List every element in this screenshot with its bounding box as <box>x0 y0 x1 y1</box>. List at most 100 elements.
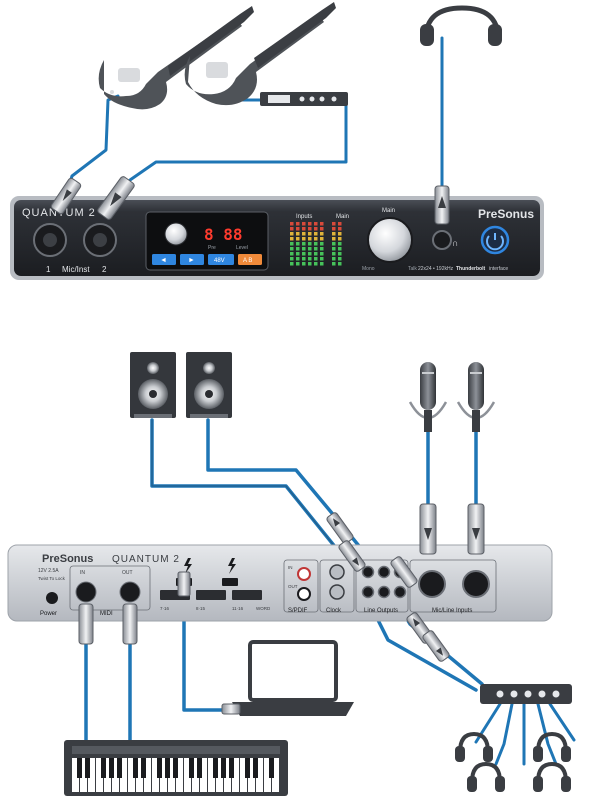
meter-led <box>290 262 294 266</box>
power-button[interactable] <box>480 225 510 255</box>
rear-mic-input-1[interactable] <box>418 570 446 598</box>
meter-led <box>302 242 306 246</box>
black-key <box>197 758 202 778</box>
hp-out-1 <box>494 702 514 766</box>
display-digits: 8 88 <box>204 225 243 244</box>
midi-out-port[interactable] <box>119 581 141 603</box>
front-brand-right: PreSonus <box>478 207 534 221</box>
inputs-meter-label: Inputs <box>296 214 312 220</box>
input-1-jack[interactable] <box>33 223 67 257</box>
line-output-jack[interactable] <box>361 585 375 599</box>
black-key <box>189 758 194 778</box>
headphones-icon <box>533 761 571 792</box>
midi-label: MIDI <box>100 611 113 617</box>
button-48v[interactable] <box>208 254 234 265</box>
spdif-out-label: OUT <box>288 584 298 589</box>
meter-led <box>296 222 300 226</box>
spdif-in-label: IN <box>288 565 293 570</box>
meter-led <box>308 222 312 226</box>
rack-processor-icon <box>260 92 348 106</box>
meter-led <box>314 242 318 246</box>
black-key <box>109 758 114 778</box>
meter-led <box>290 242 294 246</box>
line-output-jack[interactable] <box>361 565 375 579</box>
condenser-microphone-icon <box>456 362 496 432</box>
white-key <box>136 758 143 792</box>
meter-led <box>338 247 342 251</box>
black-key <box>165 758 170 778</box>
control-display: 8 88 Pre Level ◄ ► 48V A B <box>145 211 269 271</box>
port-label-d: WORD <box>256 606 271 611</box>
meter-led <box>338 257 342 261</box>
word-clock-out[interactable] <box>329 584 345 600</box>
headphones-icon <box>467 761 505 792</box>
bass-guitar-icon <box>184 2 336 106</box>
black-key <box>117 758 122 778</box>
meter-led <box>302 252 306 256</box>
line-output-jack[interactable] <box>393 585 407 599</box>
display-pre-label: Pre <box>208 245 216 251</box>
input-2-label: 2 <box>102 265 107 274</box>
thunderbolt-port-2[interactable] <box>222 578 238 586</box>
white-key <box>96 758 103 792</box>
line-output-jack[interactable] <box>377 585 391 599</box>
white-key <box>152 758 159 792</box>
rear-plugs <box>78 503 485 662</box>
meter-led <box>290 227 294 231</box>
meter-led <box>314 262 318 266</box>
line-outputs-label: Line Outputs <box>364 608 398 614</box>
meter-led <box>308 227 312 231</box>
power-jack[interactable] <box>46 592 58 604</box>
thunderbolt-icon <box>184 558 236 574</box>
meter-led <box>296 262 300 266</box>
main-volume-knob[interactable] <box>367 217 413 263</box>
midi-in-port[interactable] <box>75 581 97 603</box>
white-key <box>88 758 95 792</box>
front-panel: QUANTUM 2 PreSonus 1 Mic/Inst 2 8 88 Pre… <box>10 196 544 280</box>
meter-led <box>338 252 342 256</box>
white-key <box>168 758 175 792</box>
rear-brand-right: QUANTUM 2 <box>112 554 180 565</box>
headphone-jack[interactable] <box>432 230 452 250</box>
spdif-out-port[interactable] <box>297 587 311 601</box>
black-key <box>141 758 146 778</box>
meter-led <box>314 252 318 256</box>
meter-led <box>338 227 342 231</box>
midi-out-label: OUT <box>122 570 133 576</box>
meter-led <box>332 237 336 241</box>
meter-led <box>296 257 300 261</box>
meter-led <box>320 222 324 226</box>
condenser-microphone-icon <box>408 362 448 432</box>
meter-led <box>308 262 312 266</box>
main-knob-label: Main <box>382 208 395 214</box>
line-output-jack[interactable] <box>377 565 391 579</box>
meter-led <box>296 227 300 231</box>
headphones-icon <box>533 731 571 762</box>
meter-led <box>314 257 318 261</box>
meter-led <box>320 257 324 261</box>
white-key <box>176 758 183 792</box>
encoder-knob[interactable] <box>164 222 188 246</box>
mic-inst-label: Mic/Inst <box>62 265 90 274</box>
button-prev[interactable] <box>152 254 176 265</box>
meter-led <box>338 242 342 246</box>
headphone-amp-icon <box>480 684 572 704</box>
level-meters <box>290 222 342 266</box>
interface-text: interface <box>489 266 508 272</box>
button-next[interactable] <box>180 254 204 265</box>
spdif-in-port[interactable] <box>297 567 311 581</box>
thunderbolt-cable <box>182 590 224 712</box>
rear-mic-input-2[interactable] <box>462 570 490 598</box>
meter-led <box>302 237 306 241</box>
studio-monitor-icon <box>186 352 232 418</box>
rear-brand-left: PreSonus <box>42 553 93 565</box>
word-clock-in[interactable] <box>329 564 345 580</box>
input-2-jack[interactable] <box>83 223 117 257</box>
input-1-label: 1 <box>46 265 51 274</box>
meter-led <box>320 232 324 236</box>
button-ab[interactable] <box>238 254 262 265</box>
hp-out-4 <box>548 702 576 742</box>
meter-led <box>296 237 300 241</box>
white-key <box>248 758 255 792</box>
white-key <box>256 758 263 792</box>
